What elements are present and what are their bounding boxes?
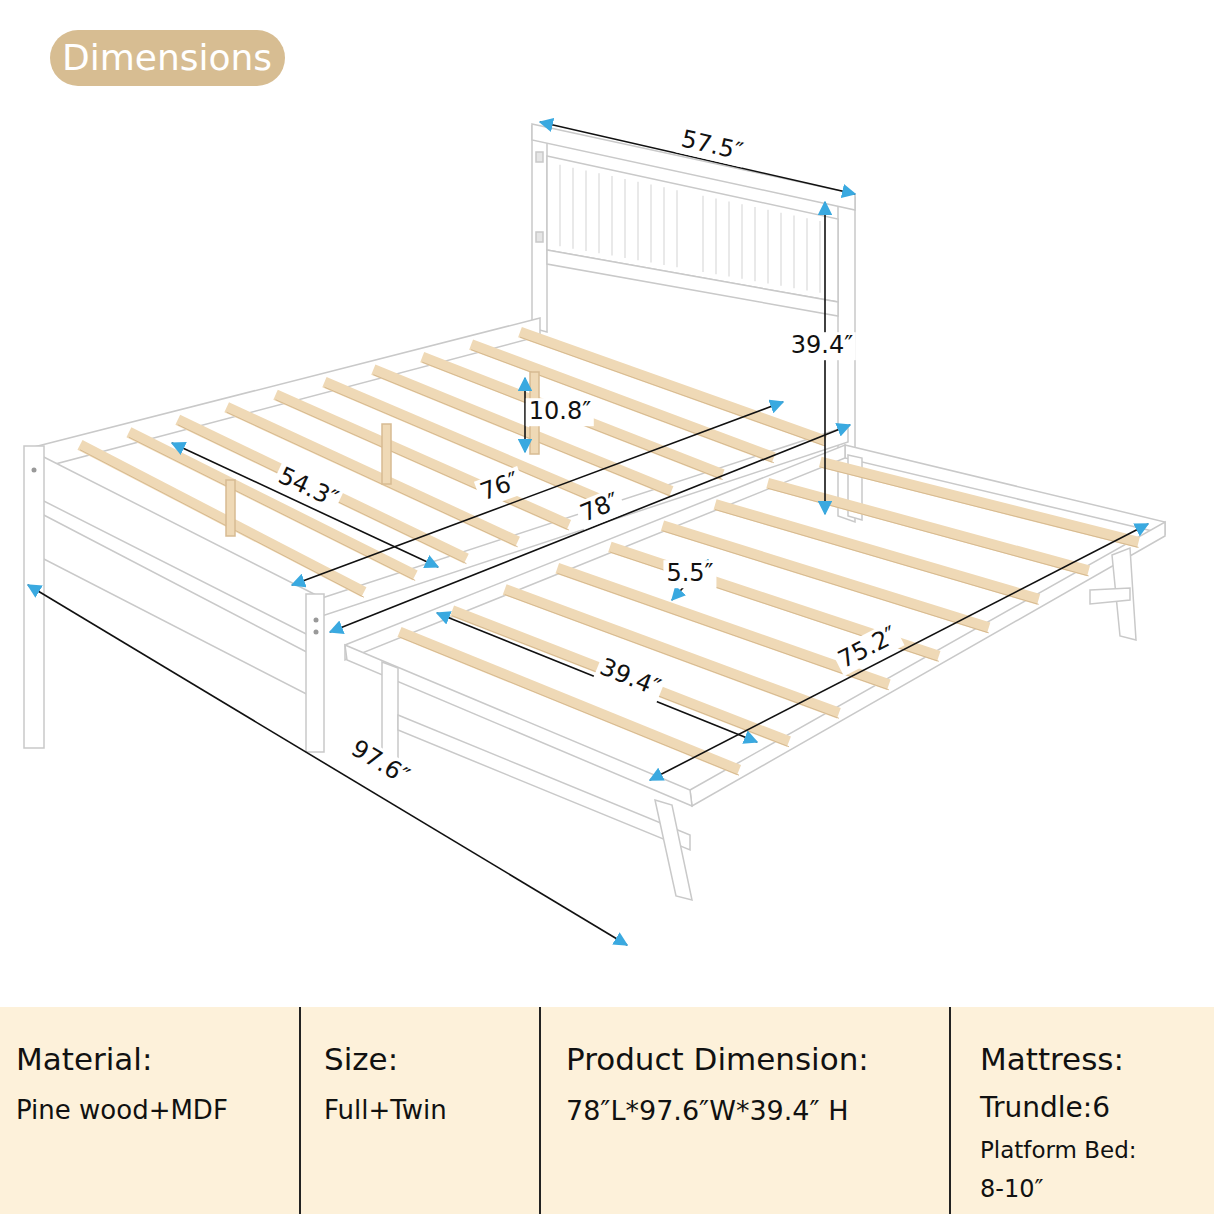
cell-value: Full+Twin [324, 1094, 534, 1127]
badge-text: Dimensions [62, 38, 272, 78]
dimension-label: 39.4″ [593, 652, 667, 703]
dimension-label: 10.8″ [526, 398, 594, 426]
title-badge: Dimensions [50, 30, 285, 86]
cell-heading: Size: [324, 1040, 534, 1079]
cell-value: Pine wood+MDF [16, 1094, 296, 1127]
slats [80, 332, 1139, 775]
dimension-label: 5.5″ [663, 560, 716, 588]
bed-frame [30, 124, 1165, 900]
info-band [0, 1007, 1214, 1214]
cell-value: Platform Bed: [980, 1136, 1210, 1165]
dimension-label: 39.4″ [788, 332, 856, 360]
dimension-label: 97.6″ [344, 734, 417, 793]
cell-heading: Material: [16, 1040, 296, 1079]
cell-value: Trundle:6 [980, 1090, 1210, 1125]
cell-value: 78″L*97.6″W*39.4″ H [566, 1094, 896, 1128]
cell-heading: Mattress: [980, 1040, 1210, 1079]
dimension-lines [28, 122, 1148, 945]
cell-heading: Product Dimension: [566, 1040, 946, 1079]
cell-value: 8-10″ [980, 1174, 1210, 1204]
